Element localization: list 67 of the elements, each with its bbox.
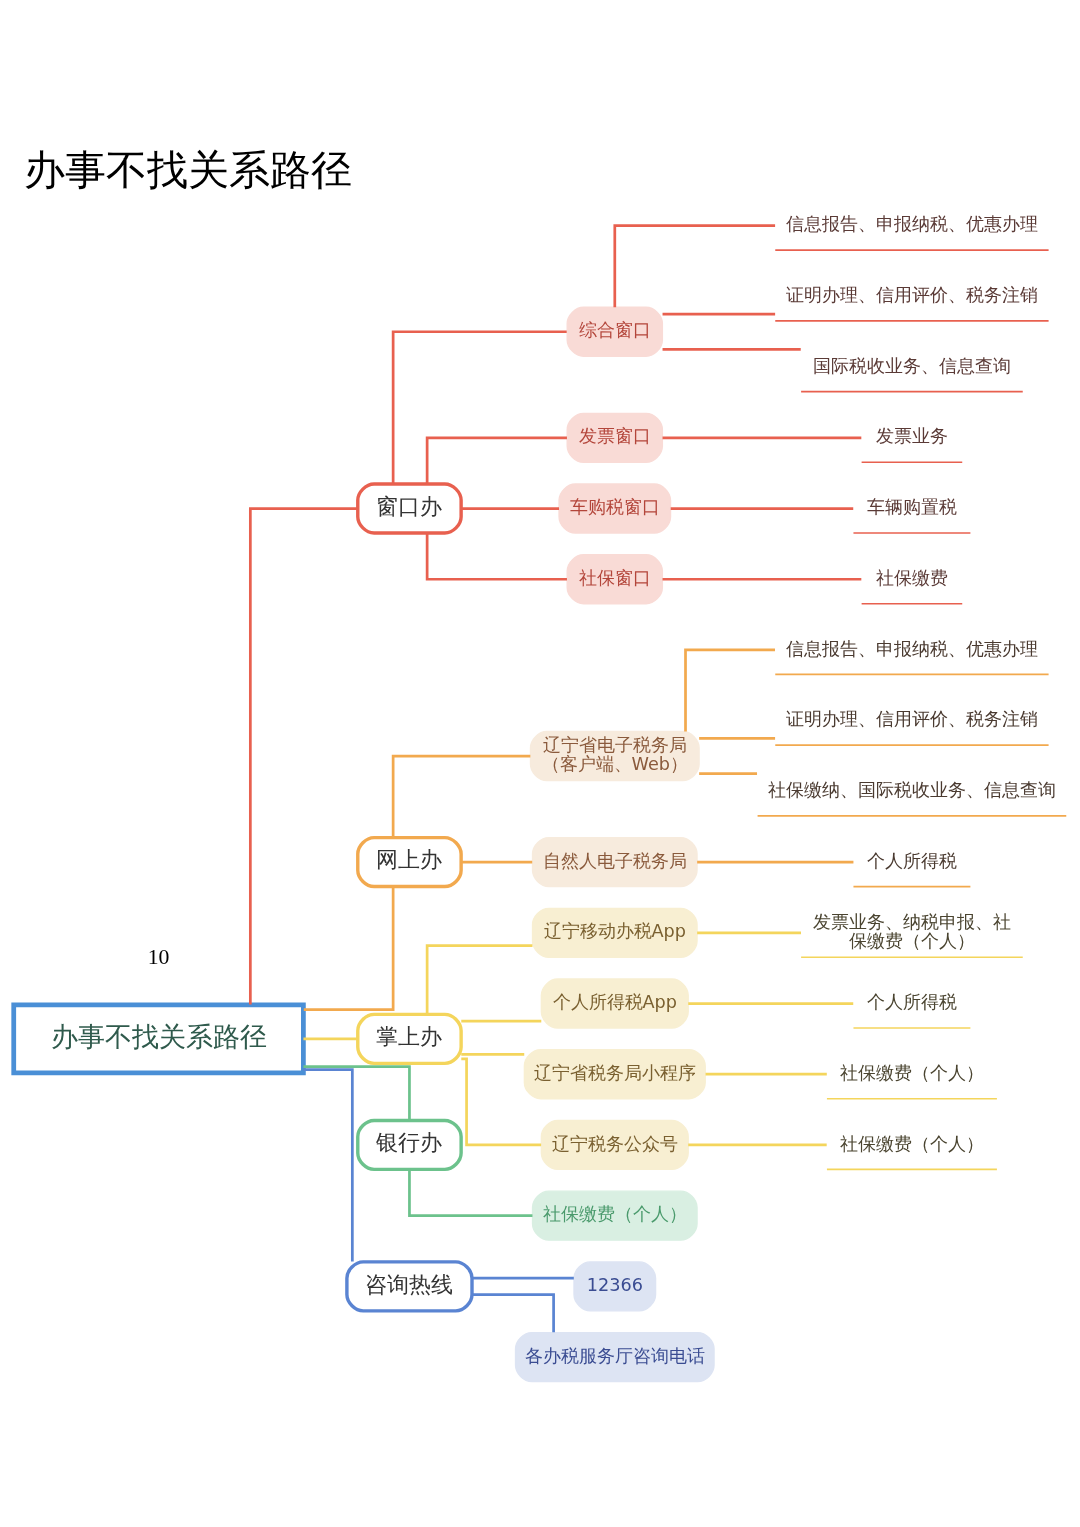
connector (688, 1143, 827, 1147)
node-box: 发票窗口 (566, 412, 664, 463)
diagram-title: 办事不找关系路径 (24, 145, 353, 194)
node-text: 证明办理、信用评价、税务注销 (785, 285, 1038, 306)
node-box: 窗口办 (356, 482, 463, 535)
node-box: 自然人电子税务局 (531, 836, 698, 888)
node-text: 国际税收业务、信息查询 (812, 355, 1011, 376)
node-box: 辽宁移动办税App (531, 907, 698, 958)
connector (662, 312, 776, 316)
node-box: 网上办 (356, 835, 463, 889)
label: 10 (147, 944, 170, 969)
node-text: 发票业务、纳税申报、社保缴费（个人） (812, 911, 1011, 951)
node-box: 咨询热线 (345, 1260, 474, 1313)
connector (697, 860, 854, 864)
connector (303, 1068, 354, 1262)
connector (461, 860, 533, 864)
node-text: 信息报告、申报纳税、优惠办理 (785, 214, 1038, 235)
connector (662, 348, 801, 351)
node-text: 个人所得税 (866, 992, 957, 1013)
node-box: 辽宁省税务局小程序 (523, 1049, 706, 1100)
connector (303, 1037, 358, 1041)
connector (461, 1052, 525, 1056)
node-box: 社保缴费（个人） (531, 1190, 698, 1241)
connector (472, 1276, 574, 1280)
connector (391, 330, 567, 484)
node-box: 银行办 (356, 1118, 463, 1172)
connector (303, 1065, 411, 1121)
node-text: 个人所得税 (866, 850, 957, 871)
connector (705, 1072, 827, 1076)
node-box: 车购税窗口 (558, 483, 672, 534)
node-box: 辽宁省电子税务局（客户端、Web） (529, 730, 700, 782)
node-text: 信息报告、申报纳税、优惠办理 (785, 638, 1038, 659)
connector (461, 1019, 542, 1023)
connector (684, 648, 775, 732)
connector (670, 507, 854, 510)
node-text: 社保缴费 (875, 567, 948, 588)
connector (391, 754, 531, 838)
node-box: 辽宁税务公众号 (540, 1119, 689, 1171)
connector (662, 577, 862, 581)
node-text: 社保缴费（个人） (839, 1133, 984, 1154)
connector (425, 944, 533, 1014)
connector (613, 224, 776, 308)
node-text: 车辆购置税 (866, 497, 957, 518)
node-box: 12366 (573, 1261, 657, 1312)
node-text: 社保缴纳、国际税收业务、信息查询 (767, 780, 1056, 800)
node-box: 各办税服务厅咨询电话 (514, 1331, 715, 1383)
node-text: 发票业务 (875, 426, 948, 447)
connector (425, 533, 567, 581)
node-box: 办事不找关系路径 (11, 1002, 306, 1076)
node-box: 综合窗口 (566, 306, 664, 357)
connector (249, 507, 358, 1005)
node-box: 个人所得税App (540, 978, 689, 1029)
connector (461, 507, 559, 510)
connector (461, 1057, 542, 1147)
connector (662, 436, 862, 440)
connector (303, 887, 395, 1011)
connector (408, 1169, 533, 1217)
connector (425, 436, 567, 484)
node-text: 社保缴费（个人） (839, 1062, 984, 1083)
connector (472, 1293, 555, 1333)
connector (699, 737, 776, 740)
connector (688, 1002, 854, 1005)
node-box: 社保窗口 (566, 554, 664, 605)
connector (697, 931, 801, 935)
node-box: 掌上办 (356, 1012, 463, 1066)
connector (699, 772, 758, 776)
node-text: 证明办理、信用评价、税务注销 (785, 709, 1038, 730)
